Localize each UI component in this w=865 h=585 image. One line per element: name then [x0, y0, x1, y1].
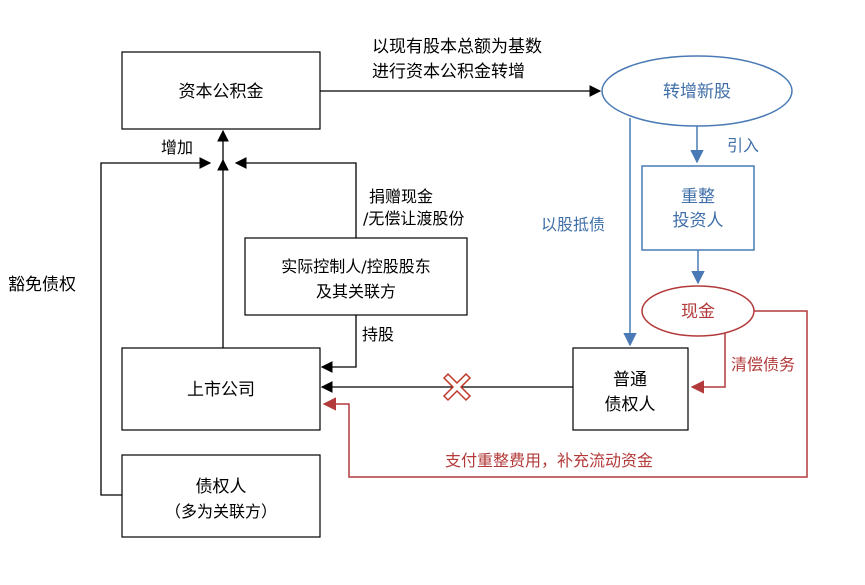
- donation-label-line1: 捐赠现金: [369, 187, 433, 206]
- related-creditor-node: 债权人 （多为关联方）: [121, 454, 321, 538]
- holding-arrow: [320, 315, 357, 373]
- repay-debt-label: 清偿债务: [731, 355, 795, 374]
- introduce-label: 引入: [727, 136, 759, 155]
- investor-label-line2: 投资人: [673, 211, 724, 231]
- listed-company-label: 上市公司: [187, 380, 255, 400]
- investor-node: 重整 投资人: [641, 165, 755, 251]
- capital-reserve-node: 资本公积金: [121, 51, 321, 130]
- waive-claims-arrow: [100, 157, 212, 496]
- controller-label-line2: 及其关联方: [316, 282, 396, 301]
- waive-claims-label: 豁免债权: [8, 275, 76, 295]
- conversion-label-line2: 进行资本公积金转增: [372, 62, 525, 82]
- donation-arrow: [234, 157, 357, 238]
- debt-for-equity-label: 以股抵债: [541, 215, 605, 234]
- pay-expenses-label: 支付重整费用，补充流动资金: [445, 451, 653, 470]
- cash-label: 现金: [681, 302, 715, 322]
- cash-node: 现金: [641, 285, 755, 337]
- increase-label: 增加: [161, 138, 193, 157]
- holding-label: 持股: [362, 325, 394, 344]
- general-creditor-node: 普通 债权人: [572, 347, 689, 431]
- related-creditor-label-line1: 债权人: [196, 477, 247, 497]
- new-shares-label: 转增新股: [663, 82, 731, 102]
- pay-expenses-arrow: [322, 310, 808, 478]
- related-creditor-label-line2: （多为关联方）: [165, 502, 277, 521]
- controller-label-line1: 实际控制人/控股股东: [281, 257, 430, 276]
- investor-label-line1: 重整: [681, 187, 715, 207]
- repay-debt-arrow: [690, 333, 726, 394]
- listed-company-node: 上市公司: [121, 347, 321, 431]
- capital-reserve-label: 资本公积金: [179, 82, 264, 102]
- general-creditor-label-line1: 普通: [613, 370, 647, 390]
- general-creditor-label-line2: 债权人: [605, 395, 656, 415]
- conversion-label-line1: 以现有股本总额为基数: [372, 37, 542, 57]
- donation-label-line2: /无偿让渡股份: [363, 209, 464, 228]
- controller-node: 实际控制人/控股股东 及其关联方: [244, 237, 468, 316]
- cross-icon: [442, 372, 472, 402]
- new-shares-node: 转增新股: [601, 55, 793, 127]
